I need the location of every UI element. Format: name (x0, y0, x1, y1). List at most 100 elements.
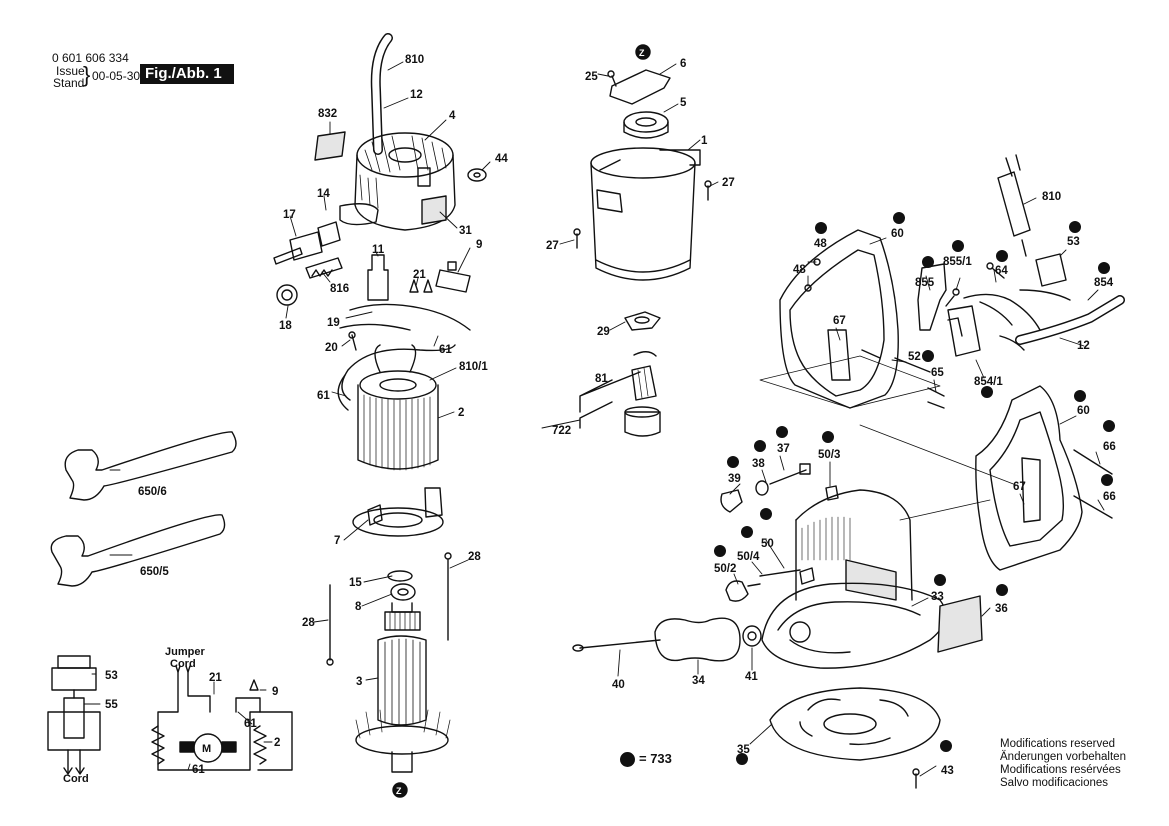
schematic-callout-61: 61 (244, 718, 257, 730)
callout-35: 35 (737, 744, 750, 756)
callout-8: 8 (355, 601, 362, 613)
spanner-650-5 (50, 514, 226, 587)
callout-9: 9 (476, 239, 482, 251)
callout-1: 1 (701, 135, 708, 147)
callout-14: 14 (317, 188, 330, 200)
callout-67: 67 (833, 315, 846, 327)
callout-810: 810 (1042, 191, 1061, 203)
callout-18: 18 (279, 320, 292, 332)
callout-810: 810 (405, 54, 424, 66)
callout-5: 5 (680, 97, 687, 109)
callout-7: 7 (334, 535, 340, 547)
callout-65: 65 (931, 367, 944, 379)
callout-21: 21 (413, 269, 426, 281)
wiring-schematic (151, 665, 293, 771)
issue-date: 00-05-30 (92, 69, 141, 83)
schematic-callout-9: 9 (272, 686, 278, 698)
callout-17: 17 (283, 209, 296, 221)
handle-switch-assembly (759, 154, 1125, 409)
callout-28: 28 (302, 617, 315, 629)
callout-650-5: 650/5 (140, 566, 169, 578)
schematic-callout-55: 55 (105, 699, 118, 711)
callout-41: 41 (745, 671, 758, 683)
callout-50-2: 50/2 (714, 563, 736, 575)
callout-38: 38 (752, 458, 765, 470)
router-base-assembly (572, 463, 983, 789)
callout-36: 36 (995, 603, 1008, 615)
modifications-en: Modifications reserved (1000, 738, 1116, 750)
callout-52: 52 (908, 351, 921, 363)
callout-25: 25 (585, 71, 598, 83)
callout-12: 12 (410, 89, 423, 101)
spanner-650-6 (64, 431, 237, 501)
svg-text:Z: Z (396, 786, 402, 796)
callout-6: 6 (680, 58, 686, 70)
callout-48: 48 (814, 238, 827, 250)
modifications-es: Salvo modificaciones (1000, 777, 1109, 789)
callout-11: 11 (372, 244, 385, 256)
brace-glyph: } (83, 62, 91, 87)
schematic-callout-2: 2 (274, 737, 280, 749)
schematic-callout-61: 61 (192, 764, 205, 776)
callout-722: 722 (552, 425, 571, 437)
callout-12: 12 (1077, 340, 1090, 352)
callout-60: 60 (1077, 405, 1090, 417)
callout-27: 27 (546, 240, 559, 252)
jumper-label: Jumper (165, 646, 205, 658)
callout-3: 3 (356, 676, 362, 688)
legend-text: = 733 (639, 751, 672, 766)
callout-48: 48 (793, 264, 806, 276)
callout-854: 854 (1094, 277, 1114, 289)
black-dot-icon (620, 752, 635, 768)
modifications-fr: Modifications resérvées (1000, 764, 1121, 776)
callout-34: 34 (692, 675, 705, 687)
motor-symbol: M (202, 743, 211, 755)
callout-40: 40 (612, 679, 625, 691)
svg-text:Z: Z (639, 48, 645, 58)
callout-50-3: 50/3 (818, 449, 840, 461)
z-markers: Z Z (396, 48, 645, 796)
leader-lines (83, 61, 1105, 777)
figure-title: Fig./Abb. 1 (140, 64, 234, 84)
motor-cap-assembly (273, 33, 487, 798)
callout-66: 66 (1103, 491, 1116, 503)
callout-832: 832 (318, 108, 337, 120)
callout-67: 67 (1013, 481, 1026, 493)
callout-27: 27 (722, 177, 735, 189)
callout-4: 4 (449, 110, 456, 122)
callout-60: 60 (891, 228, 904, 240)
callout-53: 53 (1067, 236, 1080, 248)
schematic-callout-21: 21 (209, 672, 222, 684)
upper-housing-assembly (573, 44, 712, 437)
callout-31: 31 (459, 225, 472, 237)
callout-855: 855 (915, 277, 935, 289)
callout-labels: 810 12 832 4 44 14 17 31 11 9 21 816 18 … (63, 54, 1116, 785)
part-number: 0 601 606 334 (52, 51, 129, 65)
callout-33: 33 (931, 591, 944, 603)
callout-37: 37 (777, 443, 790, 455)
callout-66: 66 (1103, 441, 1116, 453)
stand-label: Stand (53, 76, 85, 90)
issue-label: Issue (56, 64, 85, 78)
marker-legend: = 733 (620, 750, 672, 768)
cord-label: Cord (63, 773, 89, 785)
callout-2: 2 (458, 407, 464, 419)
callout-50: 50 (761, 538, 774, 550)
switch-schematic (47, 655, 101, 775)
jumper-cord-label: Cord (170, 658, 196, 670)
side-handle-assembly (859, 385, 1113, 571)
callout-650-6: 650/6 (138, 486, 167, 498)
callout-19: 19 (327, 317, 340, 329)
callout-29: 29 (597, 326, 610, 338)
callout-15: 15 (349, 577, 362, 589)
callout-44: 44 (495, 153, 508, 165)
callout-61: 61 (439, 344, 452, 356)
callout-50-4: 50/4 (737, 551, 760, 563)
callout-816: 816 (330, 283, 349, 295)
callout-81: 81 (595, 373, 608, 385)
callout-20: 20 (325, 342, 338, 354)
callout-43: 43 (941, 765, 954, 777)
schematic-callout-53: 53 (105, 670, 118, 682)
callout-855-1: 855/1 (943, 256, 972, 268)
